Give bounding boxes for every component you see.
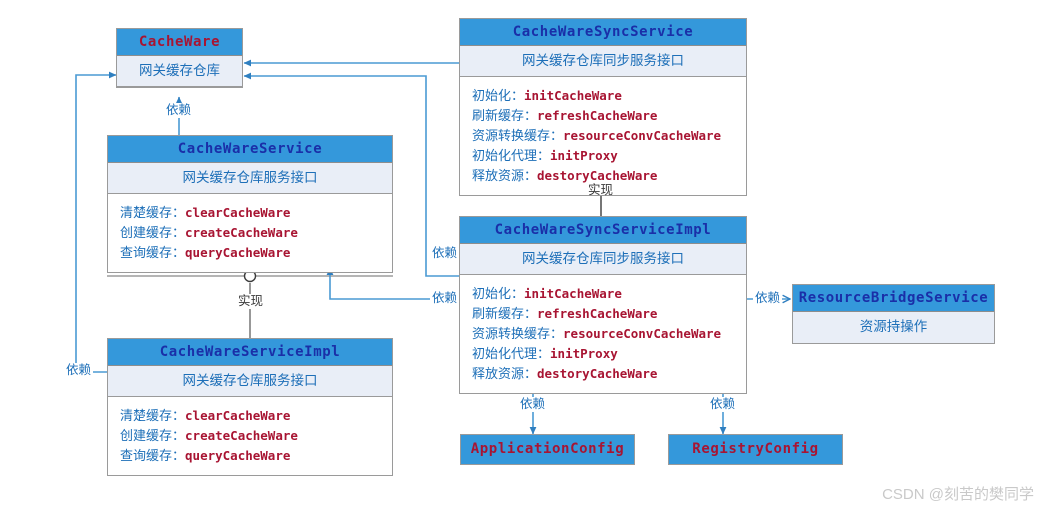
class-members-cachewaresyncservice: 初始化：initCacheWare 刷新缓存：refreshCacheWare …	[460, 77, 746, 195]
member-row: 清楚缓存：clearCacheWare	[120, 203, 392, 223]
member-row: 清楚缓存：clearCacheWare	[120, 406, 392, 426]
member-label: 查询缓存：	[120, 245, 186, 260]
class-subtitle-cacheware: 网关缓存仓库	[117, 56, 242, 87]
member-row: 创建缓存：createCacheWare	[120, 223, 392, 243]
member-label: 释放资源：	[472, 366, 538, 381]
class-box-cacheware[interactable]: CacheWare 网关缓存仓库	[116, 28, 243, 88]
class-box-cachewareserviceimpl[interactable]: CacheWareServiceImpl 网关缓存仓库服务接口 清楚缓存：cle…	[107, 338, 393, 476]
member-name: refreshCacheWare	[537, 306, 658, 321]
member-name: initProxy	[550, 346, 618, 361]
member-label: 清楚缓存：	[120, 408, 186, 423]
member-label: 初始化：	[472, 286, 525, 301]
member-label: 初始化代理：	[472, 346, 551, 361]
edge-label-dep-bridge: 依赖	[753, 291, 783, 306]
member-name: createCacheWare	[185, 225, 298, 240]
edge-label-realization-left: 实现	[236, 294, 266, 309]
class-members-cachewaresyncserviceimpl: 初始化：initCacheWare 刷新缓存：refreshCacheWare …	[460, 275, 746, 393]
class-box-cachewaresyncservice[interactable]: CacheWareSyncService 网关缓存仓库同步服务接口 初始化：in…	[459, 18, 747, 196]
member-row: 初始化代理：initProxy	[472, 344, 746, 364]
class-title-cachewareserviceimpl: CacheWareServiceImpl	[108, 339, 392, 366]
member-name: refreshCacheWare	[537, 108, 658, 123]
member-row: 刷新缓存：refreshCacheWare	[472, 106, 746, 126]
class-subtitle-cachewareservice: 网关缓存仓库服务接口	[108, 163, 392, 194]
class-subtitle-cachewareserviceimpl: 网关缓存仓库服务接口	[108, 366, 392, 397]
member-name: queryCacheWare	[185, 448, 291, 463]
member-label: 刷新缓存：	[472, 108, 538, 123]
member-label: 清楚缓存：	[120, 205, 186, 220]
member-row: 资源转换缓存：resourceConvCacheWare	[472, 126, 746, 146]
member-row: 查询缓存：queryCacheWare	[120, 243, 392, 263]
edge-label-dep-impl-to-cacheware: 依赖	[64, 363, 94, 378]
member-label: 创建缓存：	[120, 428, 186, 443]
class-title-cachewaresyncserviceimpl: CacheWareSyncServiceImpl	[460, 217, 746, 244]
class-title-resourcebridgeservice: ResourceBridgeService	[793, 285, 994, 312]
class-box-cachewaresyncserviceimpl[interactable]: CacheWareSyncServiceImpl 网关缓存仓库同步服务接口 初始…	[459, 216, 747, 394]
member-row: 查询缓存：queryCacheWare	[120, 446, 392, 466]
member-label: 创建缓存：	[120, 225, 186, 240]
edge-label-realization-right: 实现	[588, 183, 614, 197]
member-label: 资源转换缓存：	[472, 326, 564, 341]
member-row: 初始化代理：initProxy	[472, 146, 746, 166]
member-name: queryCacheWare	[185, 245, 291, 260]
class-box-resourcebridgeservice[interactable]: ResourceBridgeService 资源持操作	[792, 284, 995, 344]
class-title-applicationconfig: ApplicationConfig	[461, 435, 634, 464]
member-label: 查询缓存：	[120, 448, 186, 463]
class-title-registryconfig: RegistryConfig	[669, 435, 842, 464]
class-subtitle-resourcebridgeservice: 资源持操作	[793, 312, 994, 343]
class-title-cachewareservice: CacheWareService	[108, 136, 392, 163]
member-name: initProxy	[550, 148, 618, 163]
edge-label-dep-syncimpl-to-cacheware: 依赖	[430, 246, 460, 261]
class-title-cacheware: CacheWare	[117, 29, 242, 56]
class-subtitle-cachewaresyncserviceimpl: 网关缓存仓库同步服务接口	[460, 244, 746, 275]
member-name: initCacheWare	[524, 88, 622, 103]
member-name: resourceConvCacheWare	[563, 128, 722, 143]
member-label: 初始化：	[472, 88, 525, 103]
member-row: 创建缓存：createCacheWare	[120, 426, 392, 446]
edge-label-dep-syncimpl-to-service: 依赖	[430, 291, 460, 306]
class-title-cachewaresyncservice: CacheWareSyncService	[460, 19, 746, 46]
member-name: initCacheWare	[524, 286, 622, 301]
member-label: 释放资源：	[472, 168, 538, 183]
member-name: clearCacheWare	[185, 408, 291, 423]
member-row: 初始化：initCacheWare	[472, 284, 746, 304]
class-box-applicationconfig[interactable]: ApplicationConfig	[460, 434, 635, 465]
member-label: 初始化代理：	[472, 148, 551, 163]
member-label: 资源转换缓存：	[472, 128, 564, 143]
member-name: clearCacheWare	[185, 205, 291, 220]
class-subtitle-cachewaresyncservice: 网关缓存仓库同步服务接口	[460, 46, 746, 77]
member-name: resourceConvCacheWare	[563, 326, 722, 341]
edge-label-dep-regconfig: 依赖	[708, 397, 738, 412]
member-row: 初始化：initCacheWare	[472, 86, 746, 106]
class-box-cachewareservice[interactable]: CacheWareService 网关缓存仓库服务接口 清楚缓存：clearCa…	[107, 135, 393, 273]
edge-label-dep-service-to-cacheware: 依赖	[164, 103, 194, 118]
member-row: 释放资源：destoryCacheWare	[472, 166, 746, 186]
member-name: destoryCacheWare	[537, 168, 658, 183]
member-row: 资源转换缓存：resourceConvCacheWare	[472, 324, 746, 344]
edge-label-dep-appconfig: 依赖	[518, 397, 548, 412]
member-label: 刷新缓存：	[472, 306, 538, 321]
class-members-cachewareserviceimpl: 清楚缓存：clearCacheWare 创建缓存：createCacheWare…	[108, 397, 392, 475]
member-row: 释放资源：destoryCacheWare	[472, 364, 746, 384]
watermark: CSDN @刻苦的樊同学	[882, 486, 1034, 503]
member-name: destoryCacheWare	[537, 366, 658, 381]
member-name: createCacheWare	[185, 428, 298, 443]
class-box-registryconfig[interactable]: RegistryConfig	[668, 434, 843, 465]
member-row: 刷新缓存：refreshCacheWare	[472, 304, 746, 324]
class-members-cachewareservice: 清楚缓存：clearCacheWare 创建缓存：createCacheWare…	[108, 194, 392, 272]
